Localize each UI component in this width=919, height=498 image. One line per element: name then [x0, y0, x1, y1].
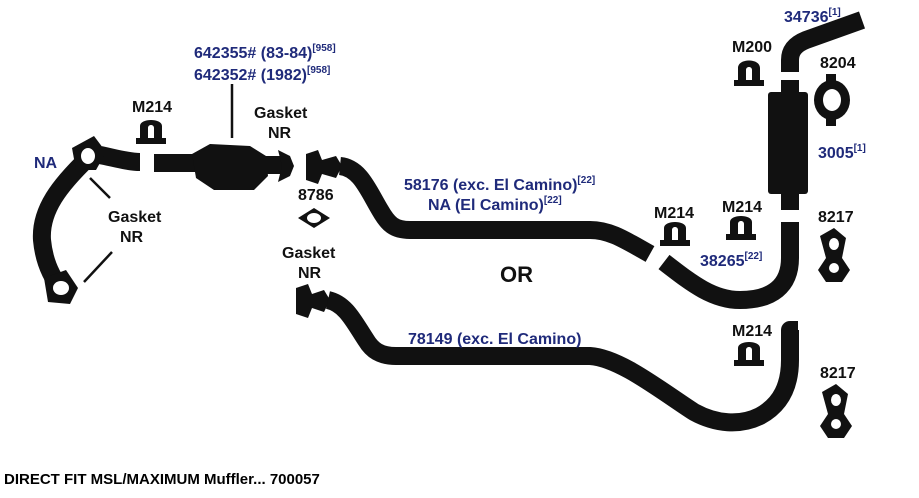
manifold-pipe-front	[98, 146, 141, 171]
manifold-flange-upper-hole	[81, 148, 95, 164]
clamp-m200	[734, 60, 764, 86]
label-tailpipe-34736: 34736[1]	[784, 7, 841, 26]
label-hanger-8217-a: 8217	[818, 209, 854, 226]
label-gasket-mid: Gasket	[282, 245, 336, 262]
label-na-manifold: NA	[34, 155, 58, 172]
label-hanger-8217-b: 8217	[820, 365, 856, 382]
hanger-8217-a	[818, 228, 850, 282]
label-gasket-top-nr: NR	[268, 125, 292, 142]
flange-8786	[298, 208, 330, 228]
label-converter-line2: 642352# (1982)[958]	[194, 65, 330, 84]
clamp-m214-c	[726, 216, 756, 240]
manifold-pipe	[32, 151, 95, 296]
label-clamp-m214-d: M214	[732, 323, 772, 340]
upper-pipe-flange	[306, 150, 342, 184]
converter-flange	[278, 150, 294, 182]
manifold-flange-lower-hole	[53, 281, 69, 295]
clamp-m214-b	[660, 222, 690, 246]
label-pipe-upper-1: 58176 (exc. El Camino)[22]	[404, 175, 595, 194]
label-pipe-upper-2: NA (El Camino)[22]	[428, 195, 562, 214]
label-flange-8786: 8786	[298, 187, 334, 204]
label-muffler-3005: 3005[1]	[818, 143, 866, 162]
label-separator-or: OR	[500, 262, 533, 287]
label-clamp-m200: M200	[732, 39, 772, 56]
label-hanger-8204: 8204	[820, 55, 856, 72]
lower-pipe-flange	[296, 284, 330, 318]
clamp-m214-a	[136, 120, 166, 144]
label-gasket-left-nr: NR	[120, 229, 144, 246]
hanger-8217-b	[820, 384, 852, 438]
catalytic-converter	[192, 144, 268, 190]
gasket-pointer-lower	[83, 251, 113, 283]
label-gasket-mid-nr: NR	[298, 265, 322, 282]
label-pipe-lower: 78149 (exc. El Camino)	[408, 331, 581, 348]
label-tail-38265: 38265[22]	[700, 251, 762, 270]
label-converter-line1: 642355# (83-84)[958]	[194, 43, 336, 62]
label-gasket-left: Gasket	[108, 209, 162, 226]
label-gasket-top: Gasket	[254, 105, 308, 122]
intermediate-pipe-lower	[325, 291, 799, 432]
muffler-3005	[768, 92, 808, 194]
gasket-pointer-upper	[89, 177, 111, 199]
label-clamp-m214-a: M214	[132, 99, 172, 116]
diagram-caption: DIRECT FIT MSL/MAXIMUM Muffler... 700057	[4, 471, 320, 488]
intermediate-pipe-upper	[338, 157, 655, 262]
tailpipe-34736	[781, 11, 866, 72]
label-clamp-m214-b: M214	[654, 205, 694, 222]
intermediate-pipe-upper-end	[658, 222, 799, 309]
hanger-8204	[814, 74, 850, 126]
clamp-m214-d	[734, 342, 764, 366]
label-clamp-m214-c: M214	[722, 199, 762, 216]
